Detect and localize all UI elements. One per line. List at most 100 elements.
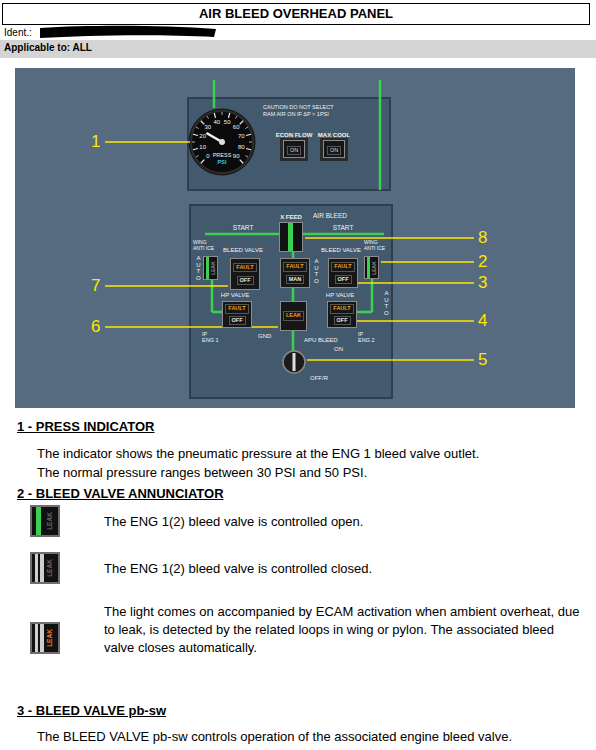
gauge-tick	[201, 160, 205, 164]
push-button: ECON FLOWON	[283, 140, 305, 158]
pressure-gauge	[219, 139, 225, 145]
body-text: The ENG 1(2) bleed valve is controlled o…	[104, 514, 363, 530]
button-caption: X FEED	[279, 214, 303, 220]
gauge-tick	[192, 112, 252, 163]
gauge-tick	[245, 127, 248, 129]
callout-number: 3	[478, 273, 487, 293]
leader-line	[355, 320, 474, 322]
gauge-tick	[196, 156, 199, 158]
annunciator-light: LEAK	[364, 256, 379, 279]
green-duct	[212, 311, 222, 314]
panel-label: IP ENG 2	[357, 331, 377, 343]
callout-number: 7	[91, 276, 100, 296]
gauge-tick	[193, 148, 198, 149]
annunciator-icon: LEAK	[30, 552, 60, 584]
panel-label: HP VALVE	[220, 292, 250, 299]
callout-number: 8	[478, 228, 487, 248]
leak-legend: LEAK	[47, 559, 54, 577]
leader-line	[356, 282, 474, 284]
push-button: X FEED	[279, 222, 303, 252]
leader-line	[105, 285, 228, 287]
sub-panel	[188, 98, 392, 398]
panel-label: AUTO	[313, 258, 320, 284]
gauge-tick	[207, 116, 209, 119]
gauge-tick	[240, 160, 244, 164]
callout-number: 6	[91, 317, 100, 337]
body-text: The normal pressure ranges between 30 PS…	[37, 465, 367, 481]
leader-line	[305, 237, 474, 239]
panel-label: BLEED VALVE	[320, 247, 362, 254]
leak-legend: LEAK	[372, 261, 377, 275]
gauge-unit: PSI	[218, 160, 227, 166]
gauge-number: 20	[199, 133, 206, 139]
button-legend: FAULT	[331, 262, 354, 272]
push-button: MAX COOLON	[323, 140, 345, 158]
callout-number: 4	[478, 311, 487, 331]
gauge-label: PRESS	[213, 153, 232, 159]
button-shell	[280, 137, 348, 161]
section-heading: 2 - BLEED VALVE ANNUNCIATOR	[17, 486, 224, 502]
push-button: FAULTMAN	[280, 258, 310, 288]
green-duct	[213, 80, 216, 108]
callout-number: 2	[478, 252, 487, 272]
panel-label: WING ANTI ICE	[192, 240, 218, 251]
push-button: LEAK	[280, 301, 307, 331]
panel-label: START	[332, 224, 355, 232]
button-legend: FAULT	[330, 304, 353, 314]
button-legend: LEAK	[283, 311, 304, 321]
gauge-number: 70	[238, 133, 245, 139]
panel-label: IP ENG 1	[201, 331, 221, 343]
leak-legend: LEAK	[47, 629, 54, 647]
caution-placard: CAUTION DO NOT SELECT RAM AIR ON IF ΔP >…	[262, 104, 348, 117]
annunciator-icon: LEAK	[30, 505, 60, 537]
button-shell	[320, 137, 348, 161]
button-legend: OFF	[334, 316, 351, 326]
gauge-tick	[246, 134, 251, 135]
gauge-number: 30	[205, 124, 212, 130]
redaction	[40, 26, 216, 38]
sub-panel	[190, 205, 392, 398]
panel-label: ON	[333, 346, 344, 353]
apu-bleed-knob	[293, 353, 296, 371]
header-text: Ident.:	[4, 27, 32, 39]
push-button: FAULT OFF	[327, 301, 357, 328]
apu-bleed-knob	[283, 351, 305, 373]
apu-bleed-knob	[283, 351, 305, 373]
gauge-tick	[196, 127, 199, 129]
pressure-gauge	[189, 109, 255, 175]
button-legend: ON	[327, 146, 341, 156]
green-duct	[371, 279, 374, 312]
push-button: FAULTOFF	[230, 258, 260, 290]
body-text: The indicator shows the pneumatic pressu…	[37, 446, 479, 462]
leak-legend: LEAK	[211, 261, 216, 275]
annunciator-light: LEAK	[203, 256, 218, 280]
button-legend: FAULT	[233, 263, 256, 273]
gauge-tick	[236, 116, 238, 119]
panel-label: START	[232, 224, 255, 232]
panel-label: APU BLEED	[303, 337, 339, 344]
header-band	[0, 40, 596, 58]
section-heading: 1 - PRESS INDICATOR	[17, 419, 154, 435]
panel-label: OFF/R	[309, 375, 329, 382]
gauge-number: 10	[199, 144, 206, 150]
button-shell	[280, 137, 308, 161]
push-button: FAULT OFF	[328, 258, 358, 288]
button-legend: FAULT	[283, 262, 306, 272]
gauge-number: 50	[224, 119, 231, 125]
callout-number: 1	[91, 132, 100, 152]
button-legend: OFF	[335, 275, 352, 285]
gauge-tick	[228, 113, 229, 118]
green-duct	[205, 233, 279, 236]
green-duct	[379, 80, 382, 190]
body-text: The ENG 1(2) bleed valve is controlled c…	[104, 561, 372, 577]
page-title: AIR BLEED OVERHEAD PANEL	[2, 3, 590, 25]
leak-legend: LEAK	[47, 512, 54, 530]
green-duct	[211, 280, 214, 312]
panel-background	[15, 68, 575, 408]
gauge-number: 80	[238, 144, 245, 150]
panel-label: AIR BLEED	[312, 212, 348, 220]
panel-label: BLEED VALVE	[222, 247, 264, 254]
gauge-number: 60	[233, 124, 240, 130]
green-duct	[292, 331, 295, 351]
panel-label: AUTO	[195, 255, 202, 281]
